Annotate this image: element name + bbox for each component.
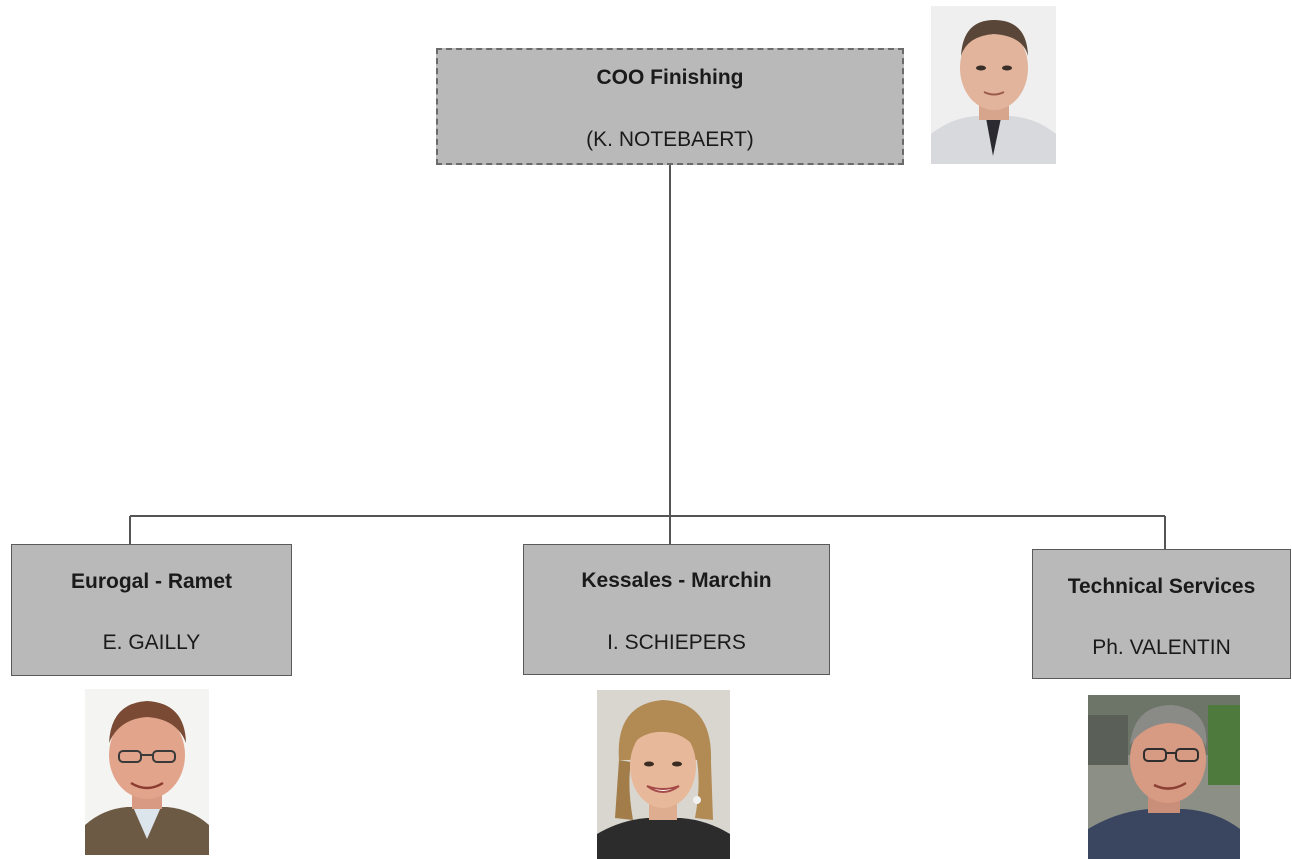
kessales-marchin-title: Kessales - Marchin	[581, 569, 772, 592]
eurogal-ramet-name: E. GAILLY	[102, 631, 201, 654]
portrait-photo-valentin	[1088, 695, 1240, 859]
portrait-photo-notebaert	[931, 6, 1056, 164]
kessales-marchin-box: Kessales - Marchin I. SCHIEPERS	[523, 544, 830, 675]
kessales-marchin-name: I. SCHIEPERS	[607, 631, 746, 654]
eurogal-ramet-box: Eurogal - Ramet E. GAILLY	[11, 544, 292, 676]
technical-services-title: Technical Services	[1067, 575, 1256, 598]
coo-name: (K. NOTEBAERT)	[586, 128, 754, 151]
eurogal-ramet-title: Eurogal - Ramet	[70, 570, 233, 593]
coo-finishing-box: COO Finishing (K. NOTEBAERT)	[436, 48, 904, 165]
portrait-photo-gailly	[85, 689, 209, 855]
technical-services-name: Ph. VALENTIN	[1092, 636, 1231, 659]
technical-services-box: Technical Services Ph. VALENTIN	[1032, 549, 1291, 679]
portrait-photo-schiepers	[597, 690, 730, 859]
coo-title: COO Finishing	[596, 66, 744, 89]
